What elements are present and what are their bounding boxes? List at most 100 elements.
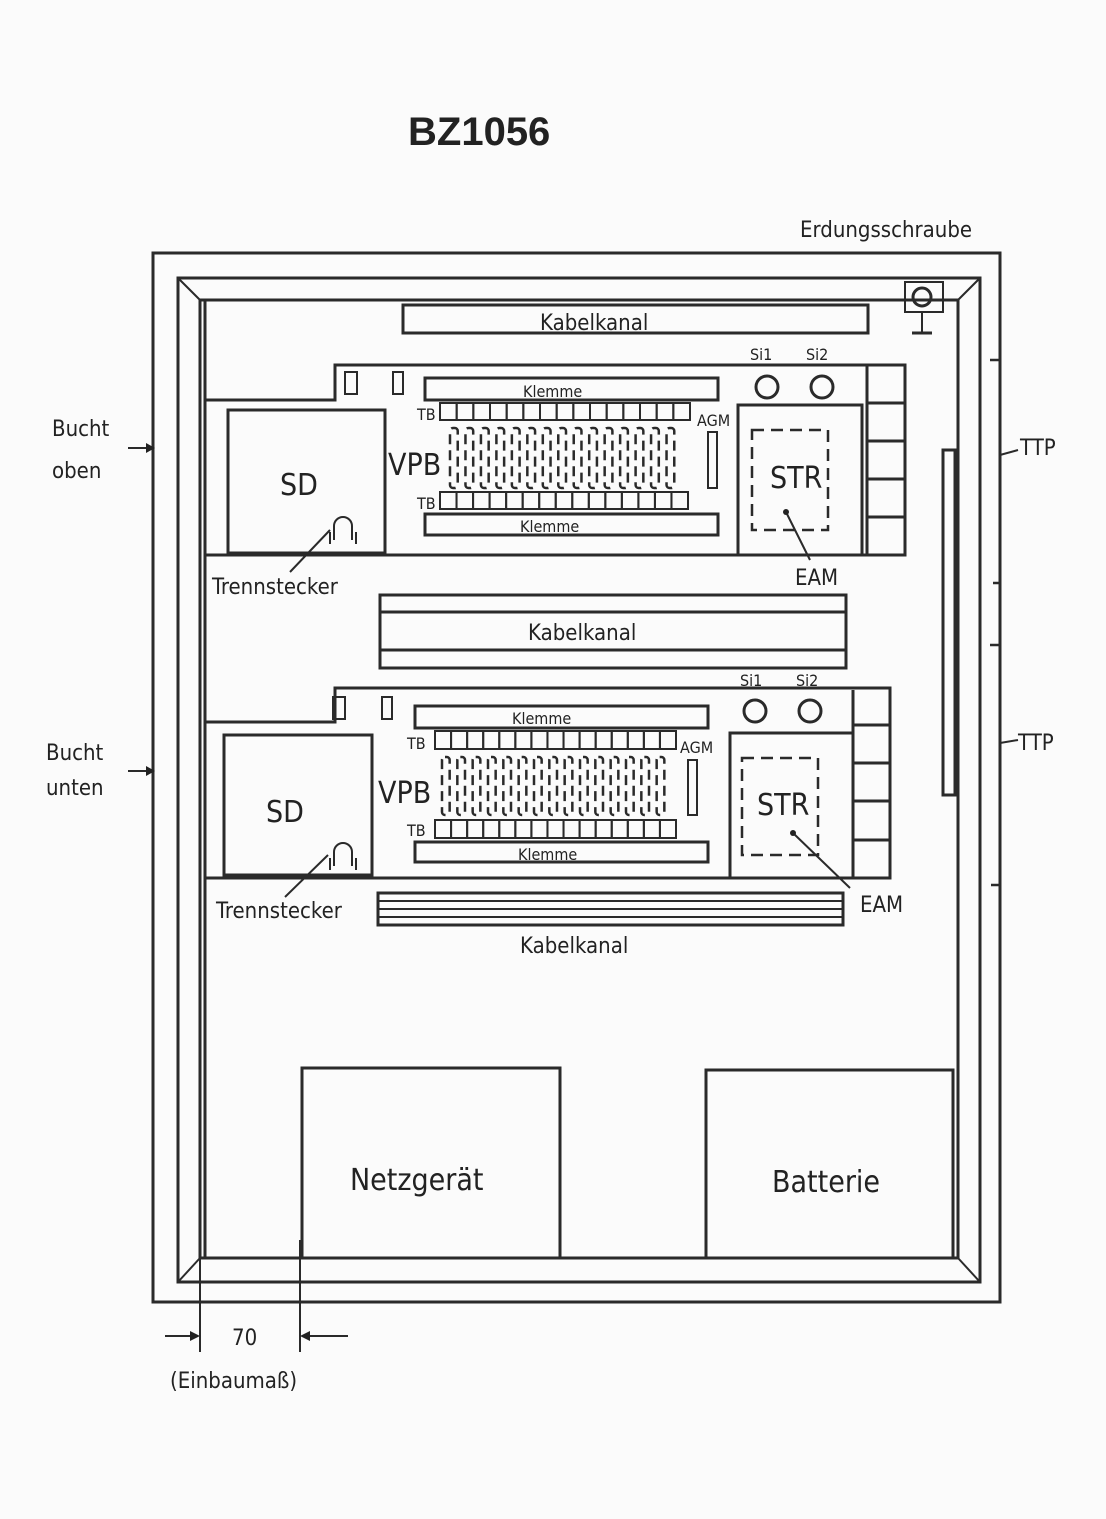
vpb-slot	[587, 426, 599, 490]
vpb-slot	[464, 426, 475, 490]
dimension-note: (Einbaumaß)	[170, 1369, 297, 1394]
bucht-unten: Bucht unten	[46, 741, 155, 801]
terminal-cell	[620, 491, 640, 510]
terminal-cell	[434, 730, 453, 750]
vpb-slot	[495, 426, 506, 490]
bucht-oben-line2: oben	[52, 459, 101, 484]
terminal-block-row	[439, 491, 690, 510]
kabelkanal-bottom-label: Kabelkanal	[520, 934, 628, 959]
bucht-unten-line2: unten	[46, 776, 104, 801]
terminal-cell	[530, 819, 549, 839]
sd-label: SD	[280, 468, 318, 503]
terminal-block-row	[434, 730, 678, 750]
terminal-cell	[498, 819, 517, 839]
terminal-cell	[642, 819, 661, 839]
terminal-cell	[482, 730, 501, 750]
fuse-si1	[742, 698, 768, 724]
bucht-oben-line1: Bucht	[52, 417, 110, 442]
terminal-cell	[521, 491, 541, 510]
sd-label: SD	[266, 795, 304, 830]
vpb-slot	[479, 426, 490, 490]
ttp-upper-label: TTP	[1019, 436, 1056, 461]
trennstecker-label: Trennstecker	[211, 575, 339, 600]
batterie: Batterie	[704, 1068, 955, 1260]
vpb-slot	[634, 426, 645, 490]
vpb-slot	[510, 426, 521, 490]
grounding-screw: Erdungsschraube	[800, 218, 972, 335]
agm-label: AGM	[697, 411, 730, 430]
eam-label: EAM	[860, 893, 903, 918]
terminal-block-row	[434, 819, 678, 839]
vpb-slot	[486, 755, 497, 817]
terminal-cell	[594, 819, 613, 839]
klemme-bottom-label: Klemme	[520, 517, 579, 536]
terminal-cell	[472, 402, 492, 421]
terminal-cell	[514, 730, 533, 750]
ttp-lower-label: TTP	[1017, 731, 1054, 756]
terminal-cell	[434, 819, 453, 839]
terminal-cell	[505, 402, 525, 421]
erdungsschraube-label: Erdungsschraube	[800, 218, 972, 243]
terminal-cell	[653, 491, 673, 510]
tb-top-label: TB	[416, 405, 436, 424]
terminal-cell	[482, 819, 501, 839]
vpb-slot	[603, 426, 614, 490]
diagram-title: BZ1056	[408, 110, 550, 154]
terminal-cell	[604, 491, 623, 510]
terminal-cell	[587, 491, 607, 510]
vpb-slot	[440, 755, 451, 817]
fuse-si2	[797, 698, 823, 724]
si1-label: Si1	[740, 671, 762, 690]
terminal-cell	[626, 730, 645, 750]
terminal-cell	[455, 491, 475, 510]
terminal-cell	[578, 819, 597, 839]
vpb-slot-row	[448, 426, 676, 490]
vpb-slot	[618, 426, 630, 490]
kabelkanal-top-label: Kabelkanal	[540, 311, 648, 336]
trennstecker-icon	[329, 842, 357, 870]
dimension-value: 70	[232, 1326, 257, 1351]
vpb-slot	[563, 755, 574, 817]
terminal-cell	[530, 730, 549, 750]
vpb-label: VPB	[378, 776, 431, 811]
vpb-slot-row	[440, 755, 666, 817]
vpb-slot	[655, 755, 666, 817]
vpb-slot	[609, 755, 620, 817]
vpb-slot	[624, 755, 635, 817]
vpb-slot	[526, 426, 537, 490]
kabelkanal-middle-label: Kabelkanal	[528, 621, 636, 646]
terminal-cell	[655, 402, 675, 421]
fuse-si2	[809, 374, 835, 400]
terminal-cell	[450, 730, 469, 750]
str-label: STR	[757, 788, 809, 823]
si2-label: Si2	[796, 671, 818, 690]
terminal-cell	[622, 402, 641, 421]
kabelkanal-top: Kabelkanal	[401, 303, 870, 336]
terminal-cell	[546, 730, 565, 750]
terminal-cell	[450, 819, 469, 839]
vpb-slot	[594, 755, 605, 817]
terminal-cell	[455, 402, 475, 421]
kabelkanal-middle: Kabelkanal	[378, 593, 848, 670]
terminal-cell	[555, 402, 575, 421]
si1-label: Si1	[750, 345, 772, 364]
cabinet-frame	[151, 251, 1002, 1304]
klemme-top-label: Klemme	[512, 709, 571, 728]
terminal-column	[865, 365, 905, 555]
agm-label: AGM	[680, 738, 713, 757]
trennstecker-label: Trennstecker	[215, 899, 343, 924]
bay-lower: SD Trennstecker Klemme TB VPB AGM TB Kle…	[205, 671, 903, 924]
terminal-column	[851, 690, 890, 878]
tb-top-label: TB	[406, 734, 426, 753]
terminal-cell	[466, 819, 485, 839]
terminal-cell	[594, 730, 613, 750]
terminal-cell	[658, 730, 678, 750]
vpb-slot	[649, 426, 661, 490]
terminal-cell	[610, 819, 629, 839]
terminal-cell	[514, 819, 533, 839]
terminal-cell	[670, 491, 690, 510]
terminal-cell	[498, 730, 517, 750]
str-label: STR	[770, 461, 822, 496]
terminal-cell	[610, 730, 629, 750]
vpb-slot	[557, 426, 568, 490]
